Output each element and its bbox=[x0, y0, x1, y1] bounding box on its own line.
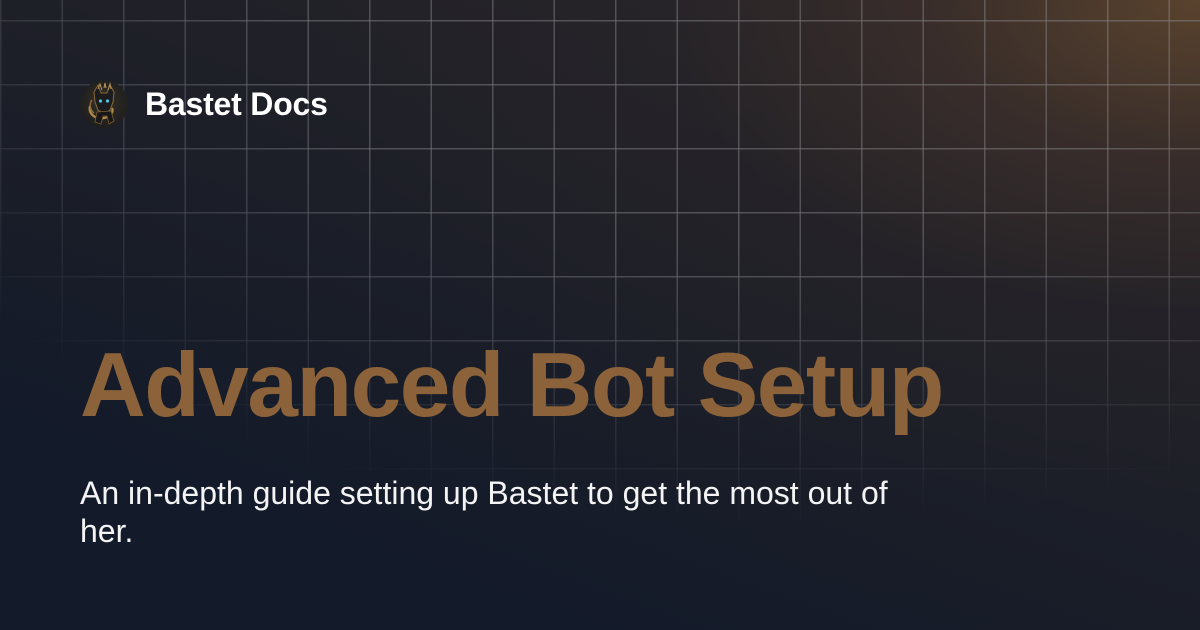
brand-name: Bastet Docs bbox=[145, 85, 328, 122]
brand: Bastet Docs bbox=[80, 80, 328, 128]
page-title: Advanced Bot Setup bbox=[80, 335, 944, 436]
page-description: An in-depth guide setting up Bastet to g… bbox=[80, 475, 888, 549]
bastet-cat-avatar-icon bbox=[80, 80, 128, 128]
